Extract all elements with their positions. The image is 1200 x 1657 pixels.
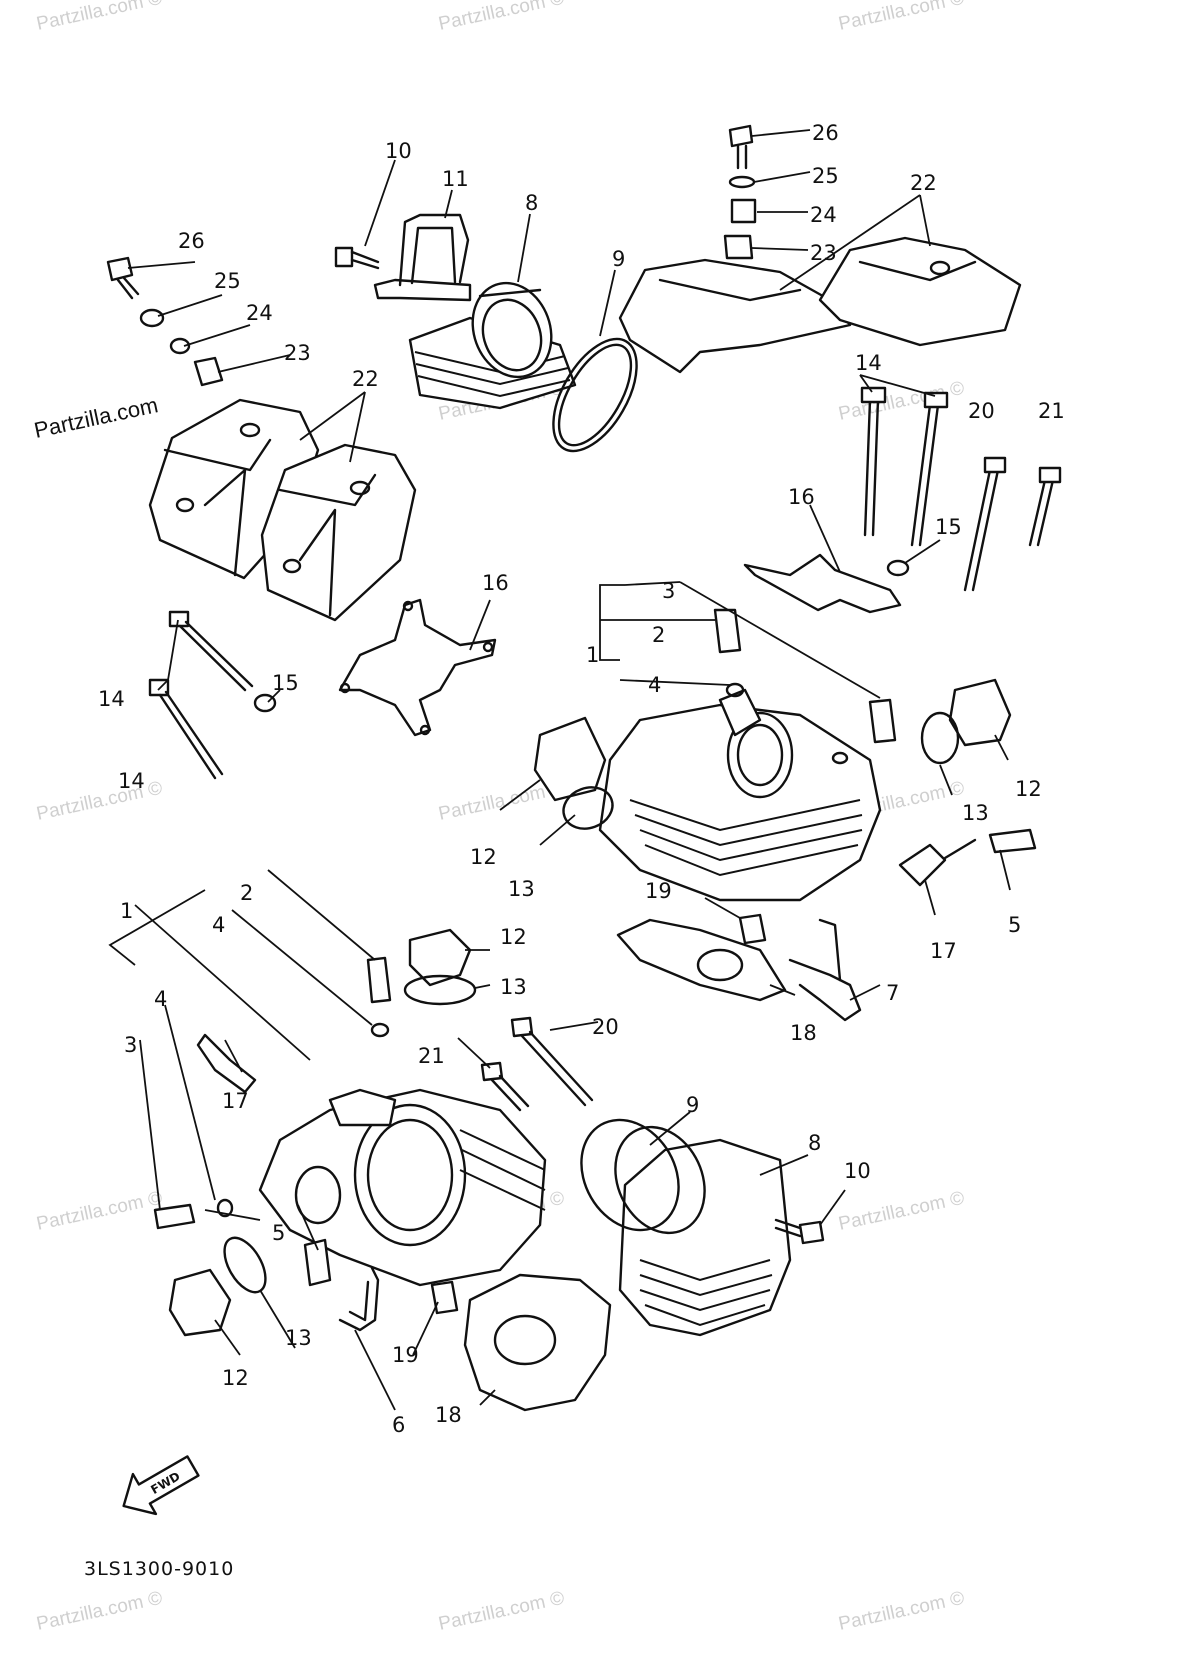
callout-17: 17 [930,939,957,963]
callout-25: 25 [214,269,241,293]
callout-labels: 10 11 8 9 26 25 24 23 22 26 25 24 23 22 … [98,121,1065,1437]
callout-20: 20 [592,1015,619,1039]
callout-4: 4 [154,987,167,1011]
callout-13: 13 [500,975,527,999]
callout-26: 26 [178,229,205,253]
watermark: Partzilla.com © [35,0,165,35]
callout-14: 14 [118,769,145,793]
callout-10: 10 [385,139,412,163]
watermark: Partzilla.com © [837,1588,967,1635]
callout-13: 13 [508,877,535,901]
callout-13: 13 [962,801,989,825]
callout-15: 15 [272,671,299,695]
callout-14: 14 [98,687,125,711]
fwd-arrow: FWD [122,1455,200,1516]
callout-12: 12 [470,845,497,869]
callout-16: 16 [482,571,509,595]
callout-9: 9 [612,247,625,271]
callout-23: 23 [810,241,837,265]
callout-3: 3 [124,1033,137,1057]
callout-6: 6 [392,1413,405,1437]
callout-19: 19 [645,879,672,903]
callout-4: 4 [648,673,661,697]
callout-22: 22 [910,171,937,195]
callout-9: 9 [686,1093,699,1117]
callout-4: 4 [212,913,225,937]
callout-23: 23 [284,341,311,365]
callout-12: 12 [222,1366,249,1390]
watermark: Partzilla.com © [437,1588,567,1635]
front-head-cover [106,256,417,622]
front-bracket-bolts [148,598,497,780]
watermark: Partzilla.com © [35,1588,165,1635]
watermark: Partzilla.com © [837,1188,967,1235]
callout-15: 15 [935,515,962,539]
callout-24: 24 [246,301,273,325]
callout-10: 10 [844,1159,871,1183]
rear-cylinder-head [533,608,1037,1022]
watermark: Partzilla.com © [837,0,967,35]
callout-18: 18 [790,1021,817,1045]
rear-bracket-bolts [743,386,1062,614]
callout-12: 12 [500,925,527,949]
callout-3: 3 [662,579,675,603]
watermark: Partzilla.com © [35,778,165,825]
diagram-code: 3LS1300-9010 [84,1558,234,1580]
callout-16: 16 [788,485,815,509]
callout-2: 2 [652,623,665,647]
callout-17: 17 [222,1089,249,1113]
leader-lines [108,129,1011,1411]
callout-21: 21 [418,1044,445,1068]
callout-2: 2 [240,881,253,905]
watermark: Partzilla.com © [35,1188,165,1235]
callout-13: 13 [285,1326,312,1350]
callout-7: 7 [886,981,899,1005]
callout-5: 5 [1008,913,1021,937]
callout-5: 5 [272,1221,285,1245]
callout-1: 1 [120,899,133,923]
callout-8: 8 [808,1131,821,1155]
callout-18: 18 [435,1403,462,1427]
front-cylinder-assembly [334,213,638,453]
callout-8: 8 [525,191,538,215]
callout-22: 22 [352,367,379,391]
callout-11: 11 [442,167,469,191]
watermark-left: Partzilla.com [32,392,160,443]
rear-head-cover [618,124,1022,374]
callout-14: 14 [855,351,882,375]
callout-1: 1 [586,643,599,667]
callout-19: 19 [392,1343,419,1367]
front-cylinder-head [153,928,825,1412]
callout-25: 25 [812,164,839,188]
callout-12: 12 [1015,777,1042,801]
watermark: Partzilla.com © [437,0,567,35]
callout-24: 24 [810,203,837,227]
callout-20: 20 [968,399,995,423]
callout-26: 26 [812,121,839,145]
callout-21: 21 [1038,399,1065,423]
